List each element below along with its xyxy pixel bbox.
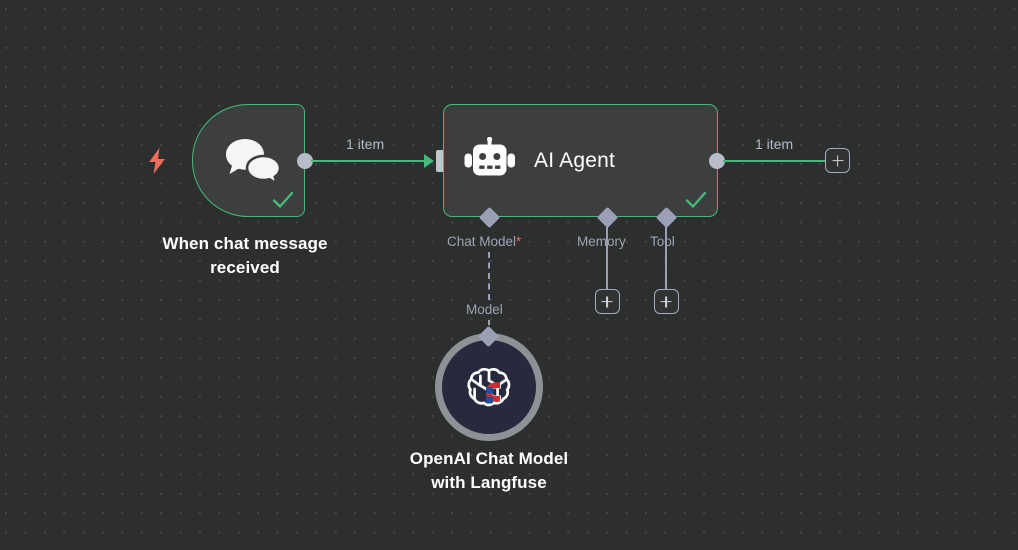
node-openai-chat-model[interactable] — [435, 333, 543, 441]
connection-trigger-to-agent[interactable] — [311, 159, 424, 163]
connection-label-items: 1 item — [346, 136, 385, 152]
required-asterisk: * — [516, 234, 522, 249]
connection-memory[interactable] — [606, 222, 609, 290]
agent-output-port[interactable] — [709, 153, 725, 169]
node-label-trigger: When chat message received — [162, 234, 328, 277]
connection-label-output-items: 1 item — [755, 136, 794, 152]
node-title-ai-agent: AI Agent — [534, 148, 615, 172]
connection-label-model: Model — [466, 302, 503, 317]
status-check-icon — [685, 190, 707, 210]
agent-subport-label-tool: Tool — [650, 234, 675, 249]
chat-bubbles-icon — [224, 137, 282, 186]
connection-tool[interactable] — [665, 222, 668, 290]
agent-subport-label-chat-model: Chat Model* — [447, 234, 522, 249]
connection-agent-output[interactable] — [723, 159, 825, 163]
robot-icon — [464, 136, 516, 185]
add-node-button-tool[interactable] — [653, 289, 679, 314]
add-node-button-output[interactable] — [825, 148, 850, 173]
agent-subport-label-memory: Memory — [577, 234, 626, 249]
node-when-chat-message-received[interactable] — [192, 104, 305, 217]
trigger-output-port[interactable] — [297, 153, 313, 169]
connection-arrow-icon — [424, 154, 434, 168]
lightning-bolt-icon — [146, 148, 168, 174]
node-label-openai-chat-model: OpenAI Chat Model with Langfuse — [409, 449, 569, 492]
connection-chat-model-dashed[interactable] — [488, 252, 490, 300]
agent-input-port[interactable] — [436, 150, 445, 172]
add-node-button-memory[interactable] — [594, 289, 620, 314]
openai-langfuse-icon — [465, 363, 513, 411]
node-ai-agent[interactable]: AI Agent — [443, 104, 718, 217]
status-check-icon — [272, 190, 294, 210]
